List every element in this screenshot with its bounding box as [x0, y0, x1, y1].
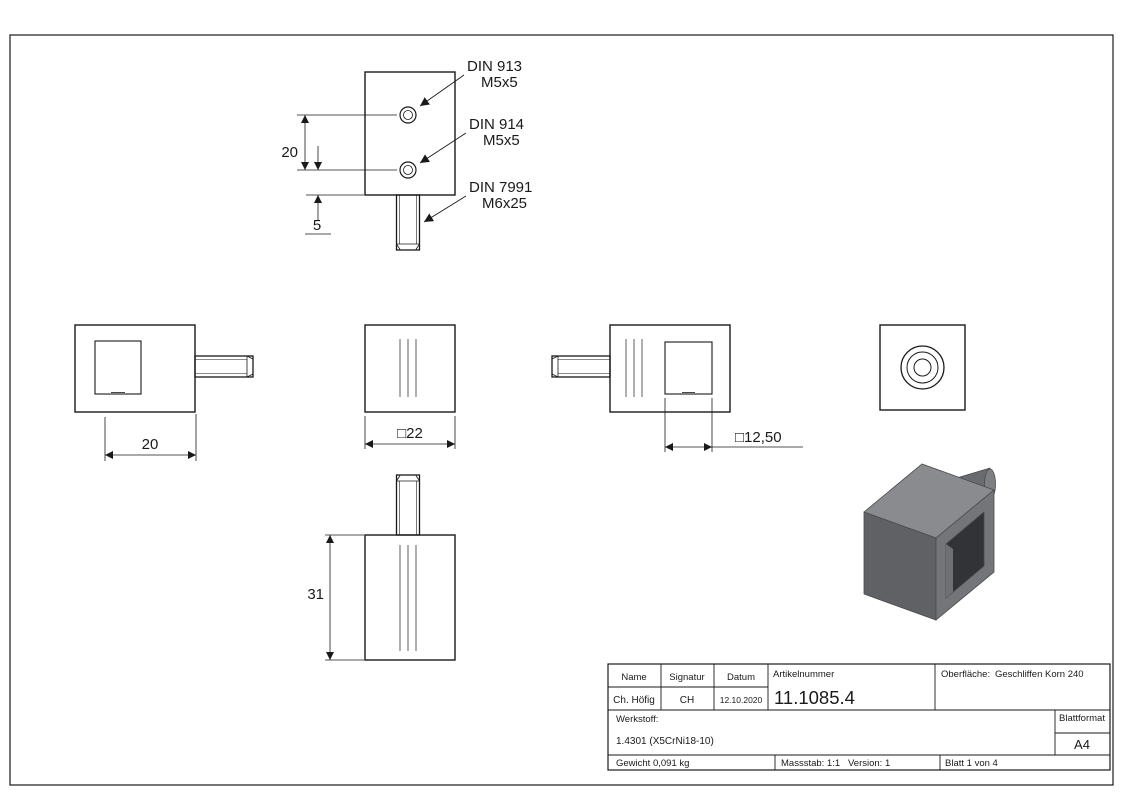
tb-version: Version: 1	[848, 758, 890, 769]
tb-werkstoff-value: 1.4301 (X5CrNi18-10)	[616, 736, 714, 747]
callout-din914-line2: M5x5	[483, 132, 520, 149]
tb-datum-value: 12.10.2020	[720, 695, 763, 705]
callout-din7991-line2: M6x25	[482, 195, 527, 212]
dim-body-square	[364, 416, 456, 449]
tb-artikel-label: Artikelnummer	[773, 669, 834, 680]
tb-artikelnummer: 11.1085.4	[774, 687, 855, 708]
dim-body-square-text: □22	[397, 425, 423, 442]
dim-edge-offset-text: 5	[313, 217, 321, 234]
dim-hole-square	[664, 398, 803, 452]
view-stud-end	[879, 324, 966, 411]
view-top-section	[364, 71, 456, 251]
tb-oberflaeche-value: Geschliffen Korn 240	[995, 669, 1084, 680]
view-bottom-elevation	[364, 474, 456, 661]
callout-din913-line1: DIN 913	[467, 58, 522, 75]
tb-massstab: Massstab: 1:1	[781, 758, 840, 769]
view-left-side	[74, 324, 254, 413]
callout-din913-line2: M5x5	[481, 74, 518, 91]
drawing-frame	[9, 34, 1114, 786]
tb-datum-label: Datum	[727, 672, 755, 683]
tb-gewicht: Gewicht 0,091 kg	[616, 758, 689, 769]
view-front	[364, 324, 456, 413]
tb-blatt: Blatt 1 von 4	[945, 758, 998, 769]
dim-edge-offset	[305, 146, 364, 235]
tb-oberflaeche-label: Oberfläche:	[941, 669, 990, 680]
callout-leaders	[419, 74, 467, 223]
callout-din7991-line1: DIN 7991	[469, 179, 532, 196]
tb-name-label: Name	[621, 672, 646, 683]
dim-hole-spacing-text: 20	[281, 144, 298, 161]
tb-name-value: Ch. Höfig	[613, 695, 655, 706]
tb-blattformat-value: A4	[1074, 737, 1090, 752]
dim-hole-spacing	[297, 114, 397, 171]
hole-inner-wall	[946, 544, 953, 598]
dim-overall-height	[325, 534, 364, 661]
view-right-side	[551, 324, 731, 413]
tb-werkstoff-label: Werkstoff:	[616, 714, 658, 725]
dim-body-depth	[104, 414, 197, 461]
tb-signatur-value: CH	[680, 695, 694, 706]
tb-blattformat-label: Blattformat	[1059, 713, 1105, 724]
dim-overall-height-text: 31	[307, 586, 324, 603]
tb-signatur-label: Signatur	[669, 672, 704, 683]
dim-body-depth-text: 20	[142, 436, 159, 453]
dim-hole-square-text: □12,50	[735, 429, 782, 446]
view-3d-isometric	[863, 463, 996, 621]
callout-din914-line1: DIN 914	[469, 116, 524, 133]
title-block-grid	[607, 663, 1111, 771]
